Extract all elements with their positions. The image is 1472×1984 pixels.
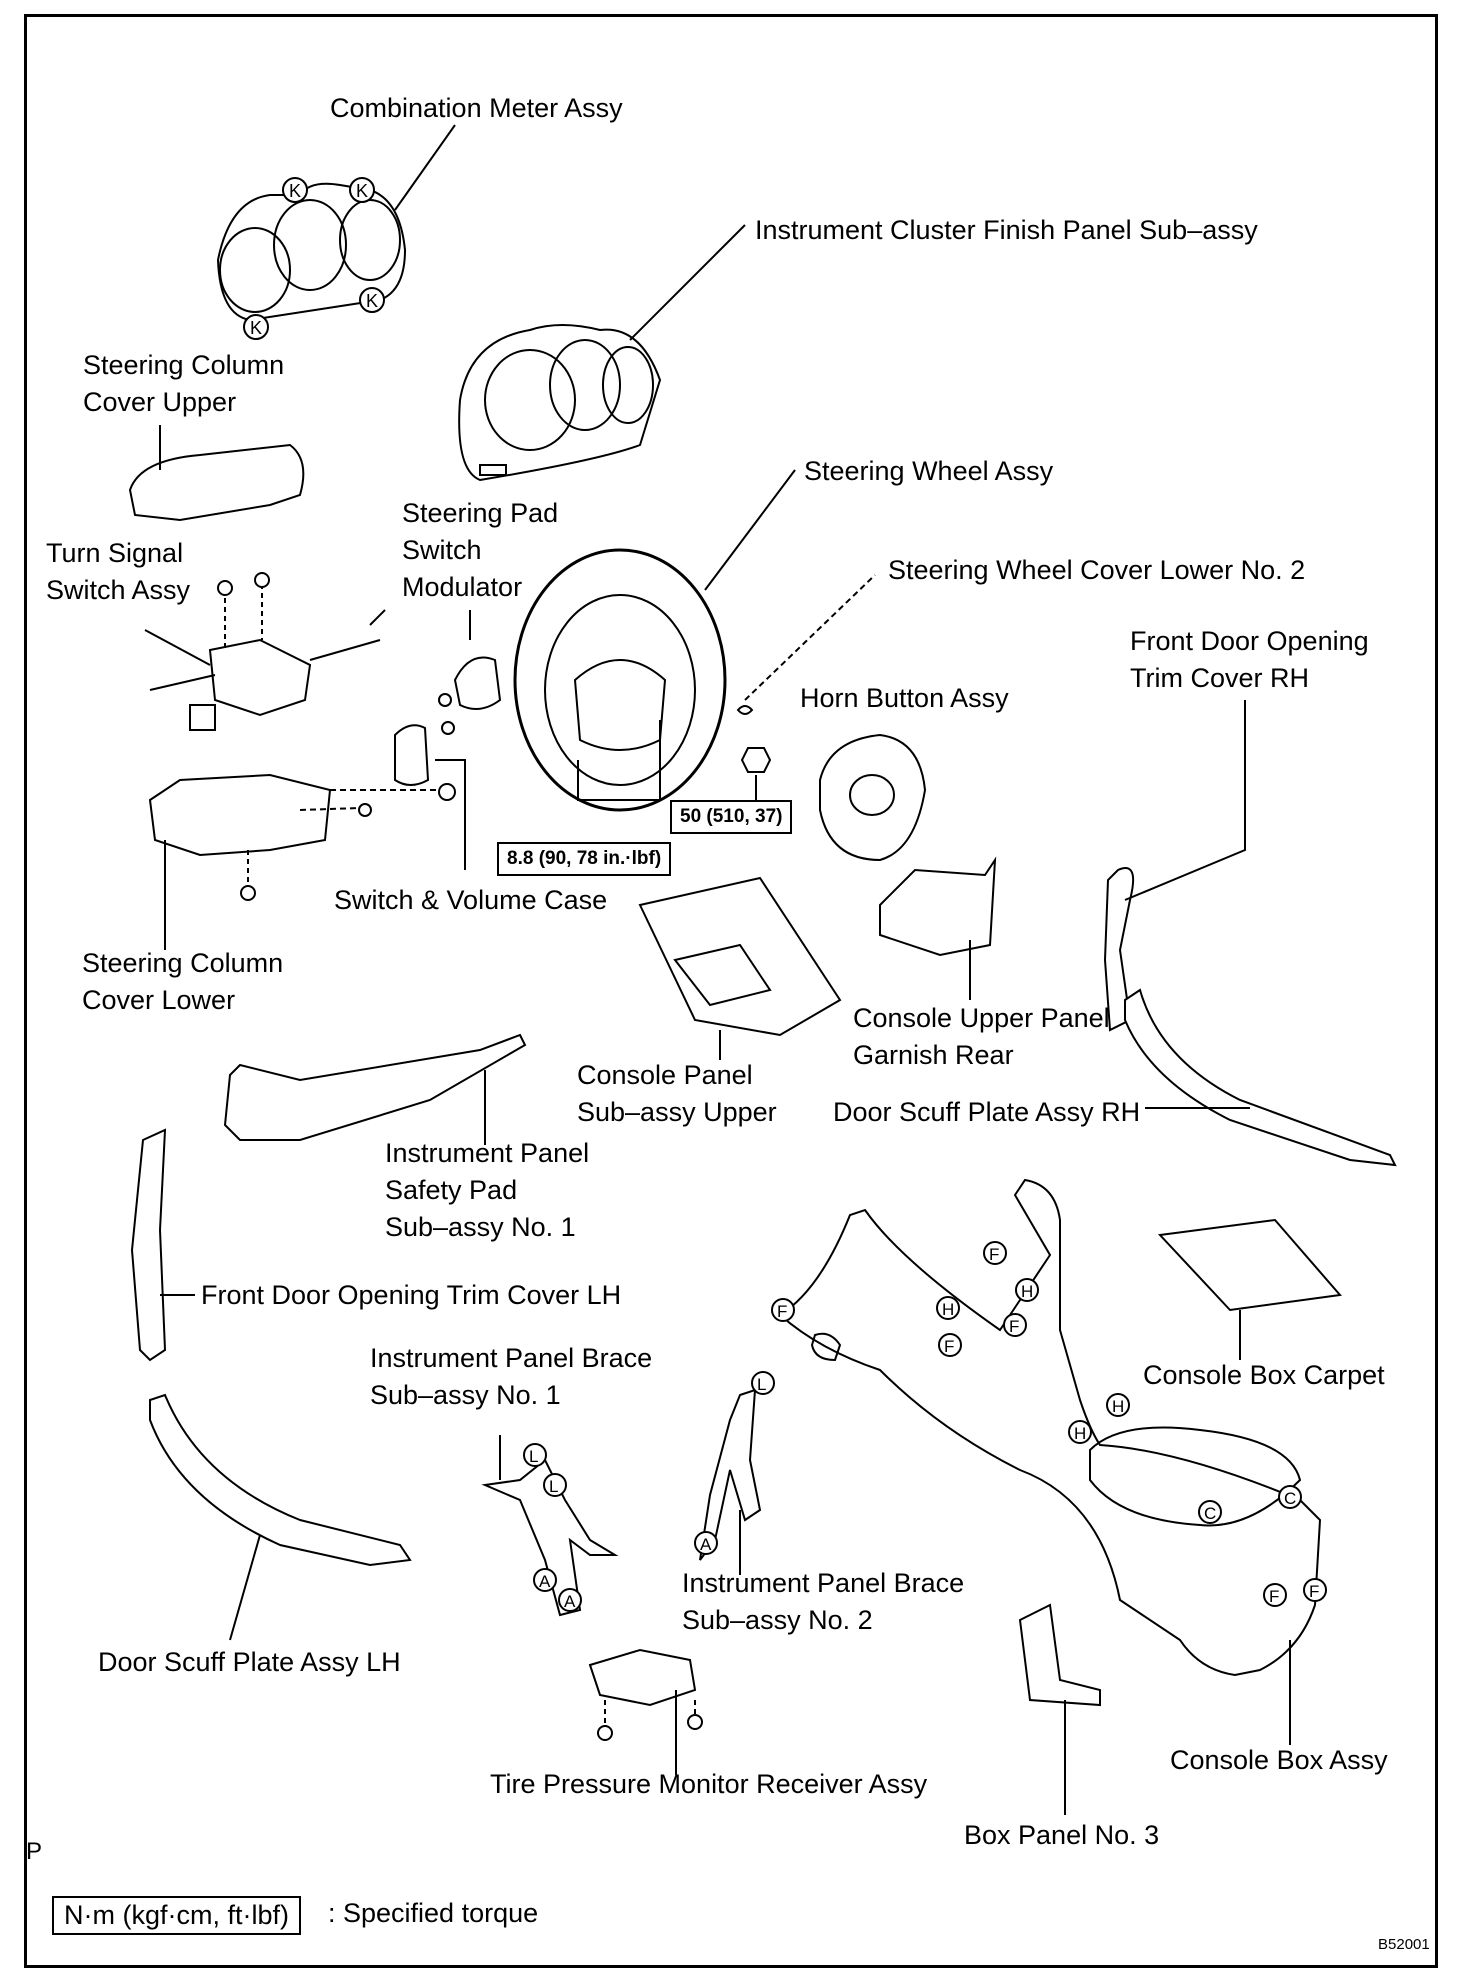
console-box-carpet-drawing bbox=[1157, 1218, 1342, 1360]
label-console-garnish: Console Upper Panel Garnish Rear bbox=[853, 1003, 1110, 1070]
svg-text:F: F bbox=[944, 1337, 954, 1356]
label-column-cover-upper: Steering Column Cover Upper bbox=[83, 350, 285, 417]
label-door-scuff-rh: Door Scuff Plate Assy RH bbox=[833, 1097, 1141, 1127]
svg-text:L: L bbox=[529, 1447, 538, 1466]
svg-text:H: H bbox=[1112, 1397, 1124, 1416]
column-cover-lower-drawing bbox=[148, 773, 456, 950]
torque-legend-meaning: : Specified torque bbox=[328, 1898, 539, 1928]
front-door-trim-lh-drawing bbox=[130, 1128, 195, 1362]
label-front-door-trim-rh: Front Door Opening Trim Cover RH bbox=[1130, 626, 1369, 693]
svg-text:A: A bbox=[700, 1535, 712, 1554]
svg-text:F: F bbox=[1009, 1317, 1019, 1336]
svg-text:F: F bbox=[989, 1245, 999, 1264]
ip-brace-1-drawing: L L A A bbox=[481, 1435, 619, 1617]
svg-text:F: F bbox=[1309, 1582, 1319, 1601]
safety-pad-drawing bbox=[223, 1033, 527, 1145]
svg-text:F: F bbox=[1269, 1587, 1279, 1606]
ip-brace-2-drawing: L A bbox=[694, 1371, 775, 1575]
label-tpms-receiver: Tire Pressure Monitor Receiver Assy bbox=[490, 1769, 928, 1799]
label-safety-pad: Instrument Panel Safety Pad Sub–assy No.… bbox=[385, 1138, 590, 1242]
label-ip-brace-1: Instrument Panel Brace Sub–assy No. 1 bbox=[370, 1343, 653, 1410]
label-console-box-carpet: Console Box Carpet bbox=[1143, 1360, 1385, 1390]
console-box-drawing: F F H H F F H H C C F F bbox=[771, 1178, 1327, 1745]
combination-meter-drawing: K K K K bbox=[216, 124, 456, 340]
label-wheel-cover-lower-2: Steering Wheel Cover Lower No. 2 bbox=[888, 555, 1306, 585]
svg-text:A: A bbox=[539, 1572, 551, 1591]
svg-text:C: C bbox=[1204, 1504, 1216, 1523]
label-switch-volume-case: Switch & Volume Case bbox=[334, 885, 608, 915]
figure-id: B52001 bbox=[1378, 1936, 1430, 1953]
svg-text:L: L bbox=[757, 1375, 766, 1394]
label-horn-button: Horn Button Assy bbox=[800, 683, 1009, 713]
front-door-trim-rh-drawing bbox=[1103, 700, 1246, 1032]
svg-text:A: A bbox=[564, 1592, 576, 1611]
torque-steering-wheel-nut: 50 (510, 37) bbox=[670, 800, 793, 834]
svg-text:K: K bbox=[356, 181, 368, 201]
svg-text:H: H bbox=[1074, 1424, 1086, 1443]
label-box-panel-3: Box Panel No. 3 bbox=[964, 1820, 1160, 1850]
torque-pad-screw: 8.8 (90, 78 in.·lbf) bbox=[497, 842, 672, 876]
box-panel-3-drawing bbox=[1018, 1603, 1101, 1815]
label-ip-brace-2: Instrument Panel Brace Sub–assy No. 2 bbox=[682, 1568, 965, 1635]
diagram-frame bbox=[24, 14, 1438, 1968]
label-cluster-finish-panel: Instrument Cluster Finish Panel Sub–assy bbox=[755, 215, 1258, 245]
door-scuff-lh-drawing bbox=[149, 1393, 412, 1641]
door-scuff-rh-drawing bbox=[1124, 988, 1397, 1167]
tpms-receiver-drawing bbox=[588, 1648, 703, 1775]
svg-text:K: K bbox=[289, 181, 301, 201]
label-console-box: Console Box Assy bbox=[1170, 1745, 1388, 1775]
page-mark: P bbox=[26, 1838, 43, 1865]
svg-text:C: C bbox=[1284, 1489, 1296, 1508]
console-garnish-drawing bbox=[879, 856, 997, 1000]
switch-case-drawing bbox=[394, 724, 466, 870]
column-cover-upper-drawing bbox=[128, 425, 305, 522]
label-steering-wheel: Steering Wheel Assy bbox=[804, 456, 1054, 486]
cluster-finish-panel-drawing bbox=[458, 224, 746, 482]
label-door-scuff-lh: Door Scuff Plate Assy LH bbox=[98, 1647, 401, 1677]
horn-button-drawing bbox=[819, 733, 927, 862]
label-front-door-trim-lh: Front Door Opening Trim Cover LH bbox=[201, 1280, 622, 1310]
svg-text:L: L bbox=[549, 1477, 558, 1496]
turn-signal-switch-drawing bbox=[144, 572, 386, 731]
label-combination-meter: Combination Meter Assy bbox=[330, 93, 623, 123]
label-pad-modulator: Steering Pad Switch Modulator bbox=[402, 498, 559, 602]
pad-modulator-drawing bbox=[438, 610, 502, 735]
steering-wheel-drawing bbox=[513, 469, 796, 812]
torque-legend-unit: N·m (kgf·cm, ft·lbf) bbox=[52, 1896, 301, 1935]
label-turn-signal-switch: Turn Signal Switch Assy bbox=[46, 538, 191, 605]
svg-text:K: K bbox=[366, 291, 378, 311]
label-console-panel-upper: Console Panel Sub–assy Upper bbox=[577, 1060, 777, 1127]
label-column-cover-lower: Steering Column Cover Lower bbox=[82, 948, 284, 1015]
svg-text:H: H bbox=[942, 1300, 954, 1319]
console-panel-upper-drawing bbox=[638, 876, 842, 1060]
svg-text:H: H bbox=[1021, 1282, 1033, 1301]
svg-text:K: K bbox=[250, 318, 262, 338]
svg-text:F: F bbox=[777, 1302, 787, 1321]
